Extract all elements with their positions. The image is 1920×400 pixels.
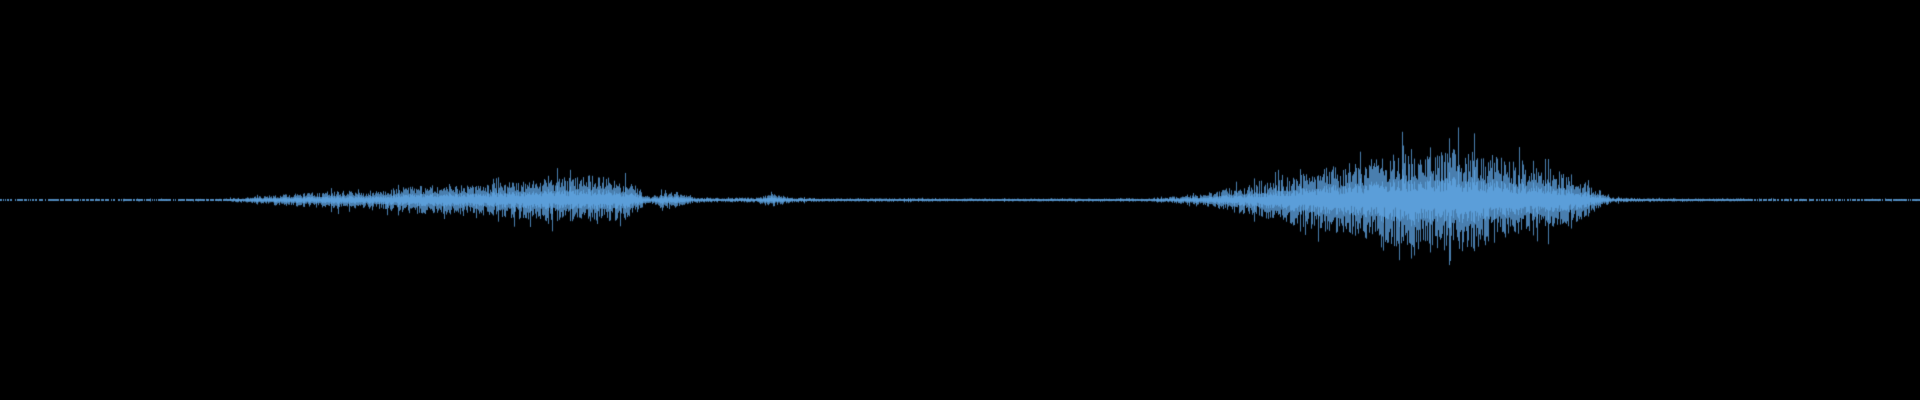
waveform-view (0, 0, 1920, 400)
waveform-canvas (0, 0, 1920, 400)
